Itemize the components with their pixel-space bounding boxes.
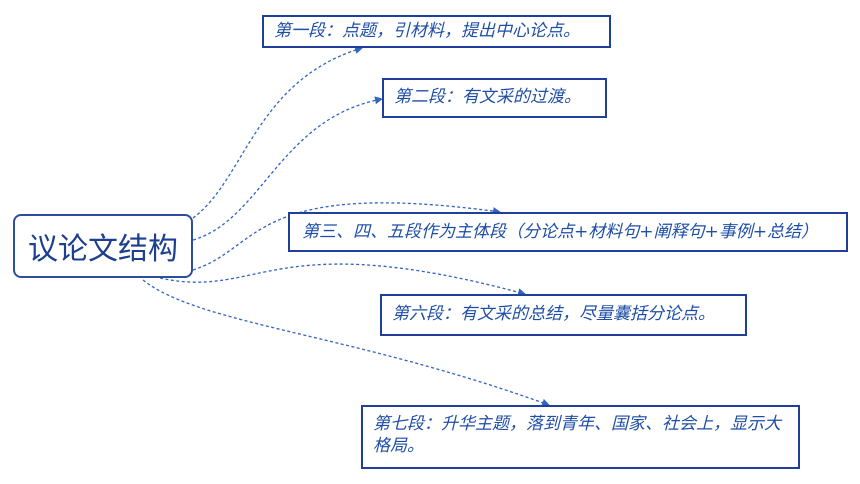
- connector-1: [192, 46, 363, 219]
- branch-node-5: 第七段：升华主题，落到青年、国家、社会上，显示大格局。: [361, 405, 800, 469]
- connector-2: [192, 96, 383, 241]
- connector-3: [192, 202, 501, 271]
- root-node: 议论文结构: [13, 214, 193, 278]
- branch-node-3: 第三、四、五段作为主体段（分论点+材料句+阐释句+事例+总结）: [288, 212, 848, 252]
- connector-5: [142, 279, 550, 407]
- connector-4: [159, 263, 526, 297]
- branch-node-2: 第二段：有文采的过渡。: [382, 78, 607, 118]
- branch-node-4: 第六段：有文采的总结，尽量囊括分论点。: [380, 294, 747, 336]
- branch-node-1: 第一段：点题，引材料，提出中心论点。: [262, 15, 611, 48]
